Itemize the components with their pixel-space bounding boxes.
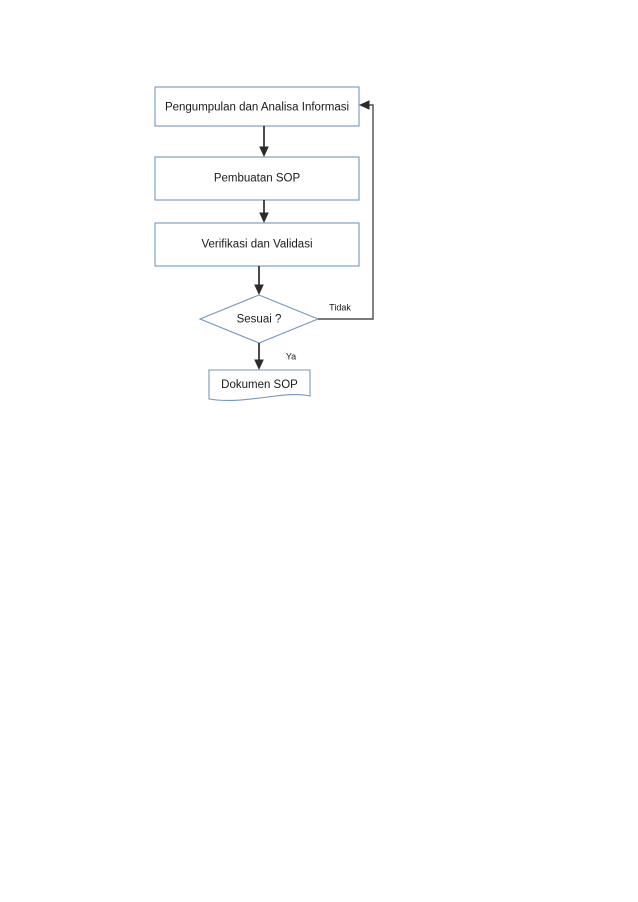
process-box-shape [154, 86, 360, 127]
node-dokumen-sop[interactable]: Dokumen SOP [208, 369, 311, 401]
edge-label-ya: Ya [286, 351, 296, 361]
connector-n3-to-n4 [254, 266, 264, 295]
node-verifikasi-dan-validasi[interactable]: Verifikasi dan Validasi [154, 222, 360, 267]
feedback-connector-line [318, 104, 374, 320]
connector-n1-to-n2 [259, 126, 269, 157]
arrowhead-down-icon [254, 284, 264, 295]
node-pembuatan-sop[interactable]: Pembuatan SOP [154, 156, 360, 201]
connector-n4-to-n5-ya: Ya [254, 343, 296, 370]
edge-label-tidak: Tidak [329, 302, 351, 312]
process-box-shape [154, 156, 360, 201]
arrowhead-down-icon [259, 146, 269, 157]
node-label: Dokumen SOP [221, 379, 298, 391]
node-label: Pengumpulan dan Analisa Informasi [165, 102, 349, 114]
node-pengumpulan-dan-analisa-informasi[interactable]: Pengumpulan dan Analisa Informasi [154, 86, 360, 127]
node-label: Verifikasi dan Validasi [201, 239, 312, 251]
document-shape [208, 369, 311, 401]
node-label: Pembuatan SOP [214, 173, 301, 185]
process-box-shape [154, 222, 360, 267]
connector-n4-to-n1-tidak: Tidak [318, 100, 374, 320]
node-label: Sesuai ? [237, 314, 282, 326]
arrowhead-left-icon [359, 100, 370, 110]
arrowhead-down-icon [259, 212, 269, 223]
arrowhead-down-icon [254, 359, 264, 370]
connector-n2-to-n3 [259, 200, 269, 223]
node-sesuai-decision[interactable]: Sesuai ? [198, 294, 320, 344]
